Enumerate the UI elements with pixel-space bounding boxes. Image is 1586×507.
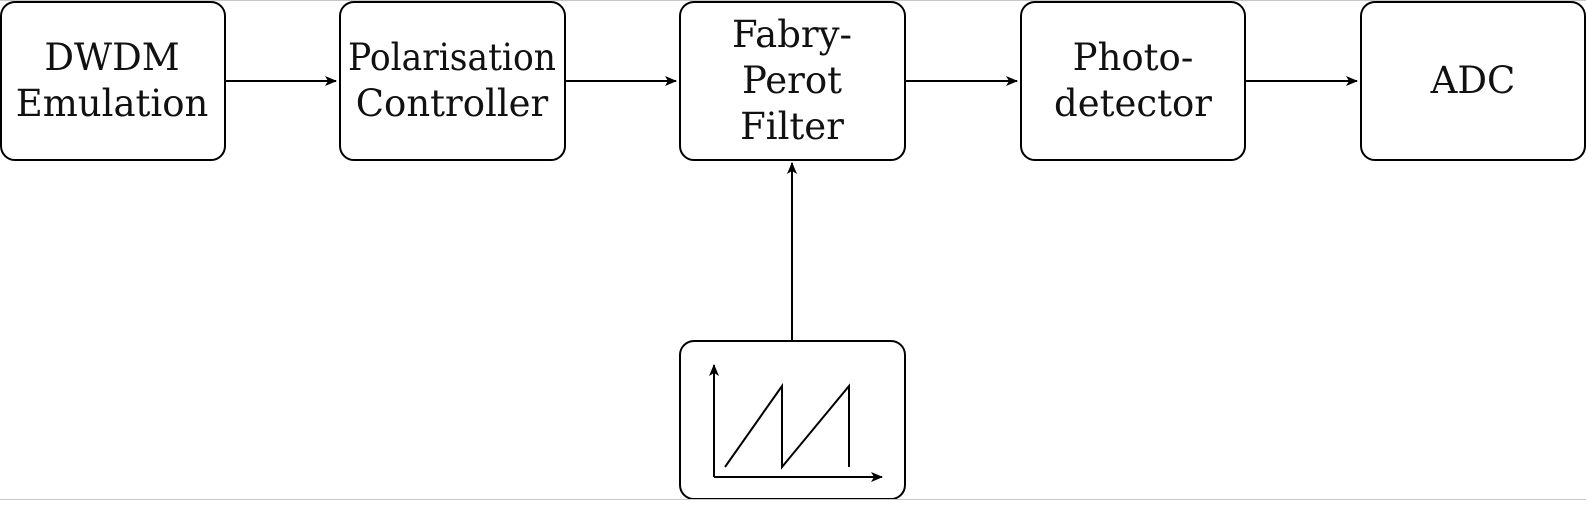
- bottom-border: [0, 499, 1586, 500]
- adc-label: ADC: [1430, 59, 1516, 102]
- polarisation-label-line-2: Controller: [356, 82, 549, 125]
- sawtooth-generator-block: [679, 340, 906, 500]
- top-border: [0, 0, 1586, 1]
- dwdm-label-line-2: Emulation: [16, 82, 209, 125]
- photodetector-block: Photo- detector: [1020, 1, 1246, 161]
- adc-block: ADC: [1360, 1, 1586, 161]
- dwdm-label-line-1: DWDM: [44, 36, 179, 79]
- fabry-perot-filter-block: Fabry- Perot Filter: [679, 1, 906, 161]
- photodetector-label-line-2: detector: [1054, 82, 1212, 125]
- polarisation-controller-block: Polarisation Controller: [339, 1, 566, 161]
- fabry-perot-label-line-2: Perot: [742, 59, 842, 102]
- photodetector-label-line-1: Photo-: [1073, 36, 1194, 79]
- sawtooth-waveform-icon: [709, 364, 883, 482]
- polarisation-label-line-1: Polarisation: [348, 36, 556, 79]
- dwdm-emulation-block: DWDM Emulation: [0, 1, 226, 161]
- fabry-perot-label-line-1: Fabry-: [732, 13, 852, 56]
- fabry-perot-label-line-3: Filter: [740, 105, 844, 148]
